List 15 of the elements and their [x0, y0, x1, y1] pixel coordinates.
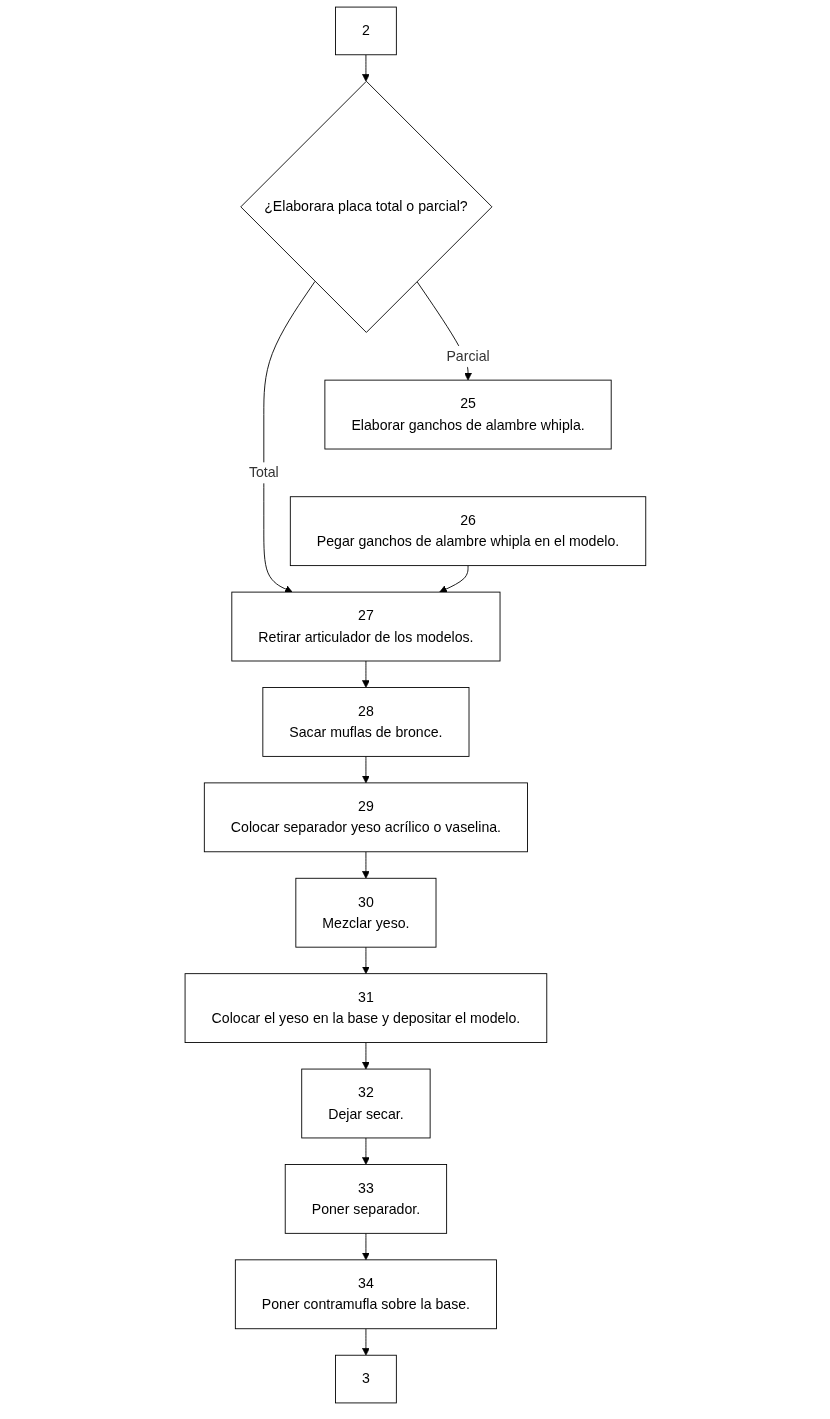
node-box: 33 Poner separador.	[284, 1164, 447, 1234]
node-box: 28 Sacar muflas de bronce.	[262, 687, 470, 757]
node-box: 2	[334, 6, 397, 56]
node-box: 3	[334, 1354, 397, 1404]
node-box: 29 Colocar separador yeso acrílico o vaselina.	[203, 782, 528, 853]
node-box: 25 Elaborar ganchos de alambre whipla.	[324, 379, 612, 450]
node-box: 31 Colocar el yeso en la base y depositar el modelo.	[184, 973, 547, 1043]
node-box: 30 Mezclar yeso.	[295, 877, 437, 948]
node-diamond: ¿Elaborara placa total o parcial?	[239, 80, 492, 333]
node-box: 34 Poner contramufla sobre la base.	[234, 1259, 497, 1330]
node-box: 27 Retirar articulador de los modelos.	[230, 591, 501, 662]
node-box: 26 Pegar ganchos de alambre whipla en el modelo.	[289, 496, 646, 567]
node-box: 32 Dejar secar.	[300, 1068, 431, 1139]
edge-label: Total	[248, 464, 279, 480]
edge-label: Parcial	[446, 348, 490, 364]
